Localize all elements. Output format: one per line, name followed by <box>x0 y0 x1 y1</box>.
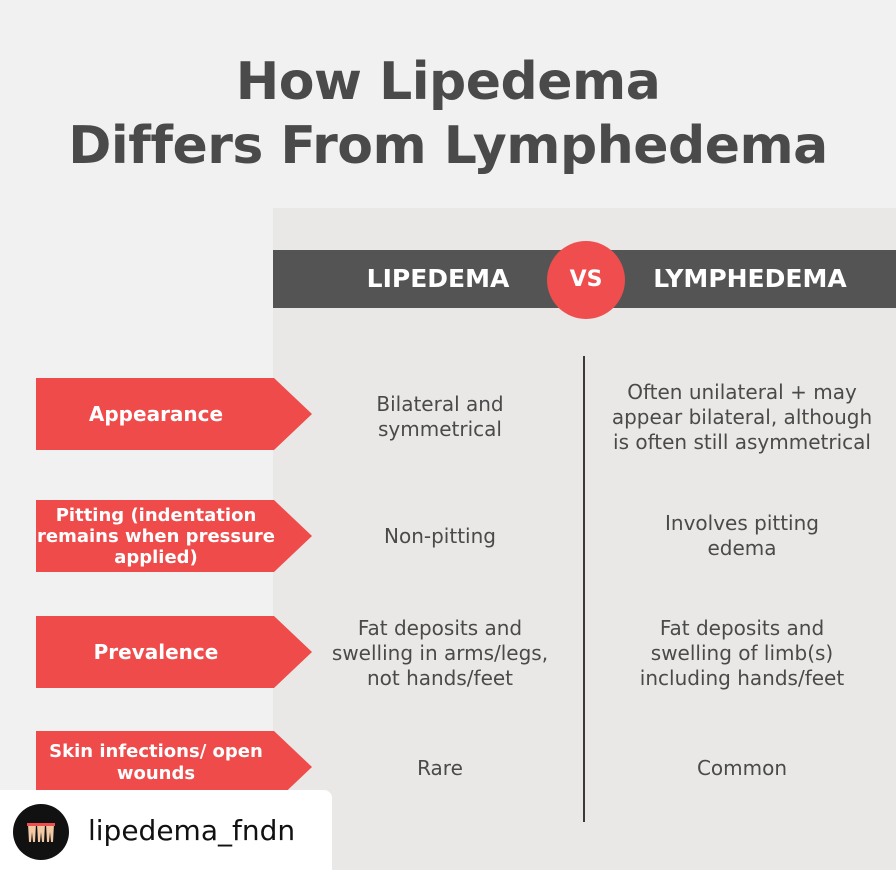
row-label-prevalence: Prevalence <box>93 640 219 664</box>
lipedema-prevalence: Fat deposits and swelling in arms/legs, … <box>331 615 549 690</box>
page-title: How Lipedema Differs From Lymphedema <box>0 50 896 178</box>
row-label-pitting: Pitting (indentation remains when pressu… <box>37 504 275 568</box>
column-divider <box>583 356 585 822</box>
row-label-skin-infections: Skin infections/ open wounds <box>49 741 263 784</box>
account-handle[interactable]: lipedema_fndn <box>88 814 296 847</box>
lipedema-skin-infections: Rare <box>417 755 463 780</box>
lymphedema-skin-infections: Common <box>696 755 788 780</box>
lymphedema-appearance: Often unilateral + may appear bilateral,… <box>611 379 873 454</box>
row-arrow-prevalence <box>36 616 312 688</box>
row-arrow-appearance <box>36 378 312 450</box>
vs-badge: VS <box>547 241 625 319</box>
row-arrow-pitting <box>36 500 312 572</box>
legs-logo-icon[interactable] <box>13 804 69 860</box>
header-lipedema: LIPEDEMA <box>366 264 510 293</box>
lymphedema-prevalence: Fat deposits and swelling of limb(s) inc… <box>639 615 845 690</box>
lipedema-pitting: Non-pitting <box>384 523 496 548</box>
title-line-2: Differs From Lymphedema <box>68 116 828 176</box>
lipedema-appearance: Bilateral and symmetrical <box>376 392 504 441</box>
header-lymphedema: LYMPHEDEMA <box>653 264 847 293</box>
title-line-1: How Lipedema <box>235 52 661 112</box>
row-label-appearance: Appearance <box>88 402 224 426</box>
lymphedema-pitting: Involves pitting edema <box>665 511 819 560</box>
